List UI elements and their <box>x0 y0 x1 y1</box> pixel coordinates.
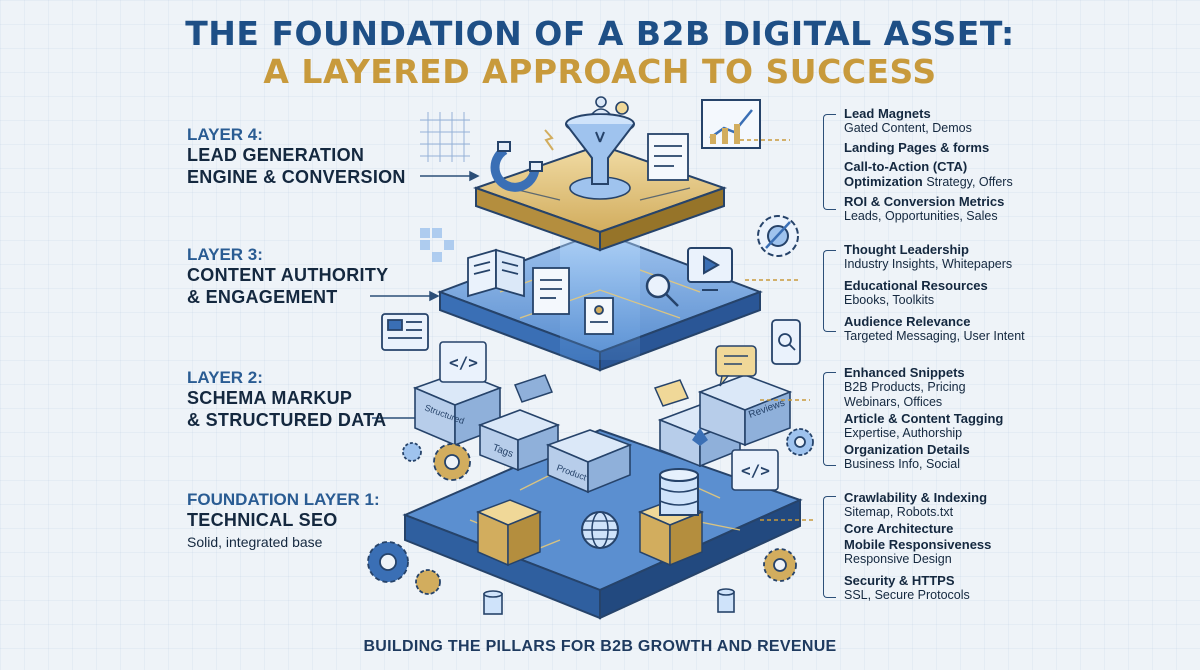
layer-2-heading-line-2: & STRUCTURED DATA <box>187 410 387 430</box>
mobile-search-icon <box>771 319 801 365</box>
code-icon-right: </> <box>741 461 770 480</box>
detail-title: Educational Resources <box>844 278 988 293</box>
layer-4-heading-line-2: ENGINE & CONVERSION <box>187 167 406 187</box>
globe-icon <box>581 511 619 549</box>
layer-4-heading-line-1: LEAD GENERATION <box>187 145 365 165</box>
detail-item: Lead Magnets Gated Content, Demos <box>844 106 1194 136</box>
detail-item: ROI & Conversion Metrics Leads, Opportun… <box>844 194 1194 224</box>
detail-desc: Gated Content, Demos <box>844 121 972 135</box>
right-connectors <box>740 139 815 521</box>
layer-4-label-block: LAYER 4: LEAD GENERATION ENGINE & CONVER… <box>187 125 447 188</box>
decor-grid-top-left <box>420 112 470 162</box>
layer-3-details: Thought Leadership Industry Insights, Wh… <box>844 242 1194 345</box>
detail-title-inline-row: Optimization Strategy, Offers <box>844 174 1194 190</box>
detail-title: Lead Magnets <box>844 106 931 121</box>
detail-desc: B2B Products, Pricing Webinars, Offices <box>844 380 966 409</box>
layer-2-tiles <box>412 341 793 494</box>
layer-2-details: Enhanced Snippets B2B Products, Pricing … <box>844 365 1194 473</box>
layer-3-label-block: LAYER 3: CONTENT AUTHORITY & ENGAGEMENT <box>187 245 447 308</box>
detail-item: Crawlability & Indexing Sitemap, Robots.… <box>844 490 1194 520</box>
layer-2-label-block: LAYER 2: SCHEMA MARKUP & STRUCTURED DATA <box>187 368 447 431</box>
detail-title: Audience Relevance <box>844 314 971 329</box>
detail-desc: Sitemap, Robots.txt <box>844 505 954 519</box>
database-icon <box>659 468 699 516</box>
form-page-icon <box>647 133 689 181</box>
layer-1-slab <box>402 428 803 620</box>
detail-item: Call-to-Action (CTA) Optimization Strate… <box>844 159 1194 190</box>
user-icon <box>590 96 629 115</box>
detail-title: Mobile Responsiveness <box>844 537 992 552</box>
detail-title: Call-to-Action (CTA) <box>844 159 968 174</box>
code-icon-left: </> <box>449 353 478 372</box>
speech-bubble-icon <box>715 345 757 387</box>
detail-item: Security & HTTPS SSL, Secure Protocols <box>844 573 1194 603</box>
layer-2-heading-line-1: SCHEMA MARKUP <box>187 388 353 408</box>
layer-1-details: Crawlability & Indexing Sitemap, Robots.… <box>844 490 1194 604</box>
database-small-icon <box>483 588 735 615</box>
tag-icon <box>514 374 690 407</box>
layer-3-label: LAYER 3: <box>187 245 263 264</box>
detail-title: Core Architecture <box>844 521 954 536</box>
detail-desc: SSL, Secure Protocols <box>844 588 970 602</box>
detail-item: Thought Leadership Industry Insights, Wh… <box>844 242 1194 272</box>
video-icon <box>687 247 733 291</box>
book-icon <box>467 248 525 298</box>
detail-title: Article & Content Tagging <box>844 411 1004 426</box>
layer-4-bracket <box>823 114 836 210</box>
detail-item: Audience Relevance Targeted Messaging, U… <box>844 314 1194 344</box>
growth-chart-icon <box>701 99 761 149</box>
detail-title: Enhanced Snippets <box>844 365 965 380</box>
detail-desc: Targeted Messaging, User Intent <box>844 329 1025 343</box>
detail-title: Security & HTTPS <box>844 573 955 588</box>
detail-item: Core Architecture <box>844 521 1194 536</box>
star-icon <box>692 428 708 446</box>
target-gear-icon <box>757 215 799 257</box>
title-line-1: THE FOUNDATION OF A B2B DIGITAL ASSET: <box>185 14 1015 53</box>
detail-desc: Leads, Opportunities, Sales <box>844 209 998 223</box>
layer-3-bracket <box>823 250 836 332</box>
layer-2-label: LAYER 2: <box>187 368 263 387</box>
footer-tagline: BUILDING THE PILLARS FOR B2B GROWTH AND … <box>363 638 837 655</box>
layout-card-icon <box>381 313 429 351</box>
layer-1-heading: TECHNICAL SEO <box>187 510 338 530</box>
layer-1-label: FOUNDATION LAYER 1: <box>187 490 380 509</box>
detail-item: Article & Content Tagging Expertise, Aut… <box>844 411 1194 441</box>
detail-item: Educational Resources Ebooks, Toolkits <box>844 278 1194 308</box>
detail-desc: Expertise, Authorship <box>844 426 963 440</box>
layer-4-details: Lead Magnets Gated Content, Demos Landin… <box>844 106 1194 225</box>
detail-title: ROI & Conversion Metrics <box>844 194 1005 209</box>
light-beam <box>560 230 640 360</box>
detail-desc: Business Info, Social <box>844 457 961 471</box>
layer-3-heading-line-1: CONTENT AUTHORITY <box>187 265 389 285</box>
layer-1-subtitle: Solid, integrated base <box>187 534 323 550</box>
detail-title: Optimization <box>844 174 923 189</box>
gear-icon <box>367 428 814 595</box>
funnel-icon <box>565 113 635 185</box>
title-line-2: A LAYERED APPROACH TO SUCCESS <box>263 52 937 91</box>
detail-title: Thought Leadership <box>844 242 969 257</box>
document-icon <box>532 267 614 335</box>
detail-item: Mobile Responsiveness Responsive Design <box>844 537 1194 567</box>
detail-desc: Industry Insights, Whitepapers <box>844 257 1013 271</box>
decor-grid-mid-left <box>420 228 454 262</box>
detail-item: Landing Pages & forms <box>844 140 1194 155</box>
detail-title: Crawlability & Indexing <box>844 490 988 505</box>
detail-desc: Responsive Design <box>844 552 952 566</box>
detail-desc: Ebooks, Toolkits <box>844 293 935 307</box>
detail-item: Enhanced Snippets B2B Products, Pricing … <box>844 365 1194 410</box>
detail-title: Landing Pages & forms <box>844 140 990 155</box>
layer-1-label-block: FOUNDATION LAYER 1: TECHNICAL SEO Solid,… <box>187 490 447 551</box>
detail-desc-inline: Strategy, Offers <box>926 175 1013 189</box>
search-icon <box>645 273 679 307</box>
layer-1-bracket <box>823 496 836 598</box>
detail-item: Organization Details Business Info, Soci… <box>844 442 1194 472</box>
layer-4-label: LAYER 4: <box>187 125 263 144</box>
layer-3-heading-line-2: & ENGAGEMENT <box>187 287 338 307</box>
detail-title: Organization Details <box>844 442 970 457</box>
layer-2-bracket <box>823 372 836 466</box>
magnet-icon <box>490 129 554 192</box>
gold-pillar-left <box>475 499 543 567</box>
